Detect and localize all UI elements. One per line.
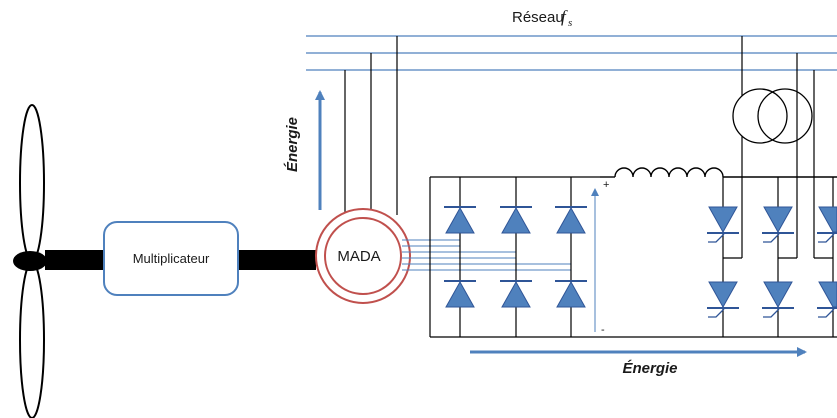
shaft-high-speed [238, 250, 316, 270]
inductor-icon [600, 167, 837, 178]
inverter-output-wires [723, 36, 833, 259]
shaft-low-speed [45, 250, 105, 270]
stator-wires [344, 36, 398, 215]
thyristor-icon [707, 206, 837, 309]
dc-minus-sign: - [601, 324, 605, 336]
energy-label-horizontal: Énergie [622, 360, 677, 377]
energy-label-vertical: Énergie [284, 117, 301, 172]
gearbox: Multiplicateur [103, 221, 239, 296]
grid-bus [306, 35, 837, 71]
mada-label: MADA [337, 248, 380, 265]
network-subscript: s [568, 17, 572, 29]
rotor-wires [402, 239, 571, 271]
diode-icon [444, 206, 587, 308]
transformer-icon [732, 88, 813, 144]
gearbox-label: Multiplicateur [133, 251, 210, 266]
mada-machine: MADA [315, 208, 411, 304]
network-label-text: Réseau [512, 9, 564, 26]
wind-turbine-blades-icon [13, 104, 47, 418]
network-symbol: f [561, 7, 568, 26]
inverter-bridge [722, 177, 834, 337]
rectifier-bridge [429, 176, 837, 338]
dc-plus-sign: + [603, 179, 609, 191]
thyristor-gates [708, 233, 835, 318]
network-label: Réseau f s [512, 7, 572, 29]
